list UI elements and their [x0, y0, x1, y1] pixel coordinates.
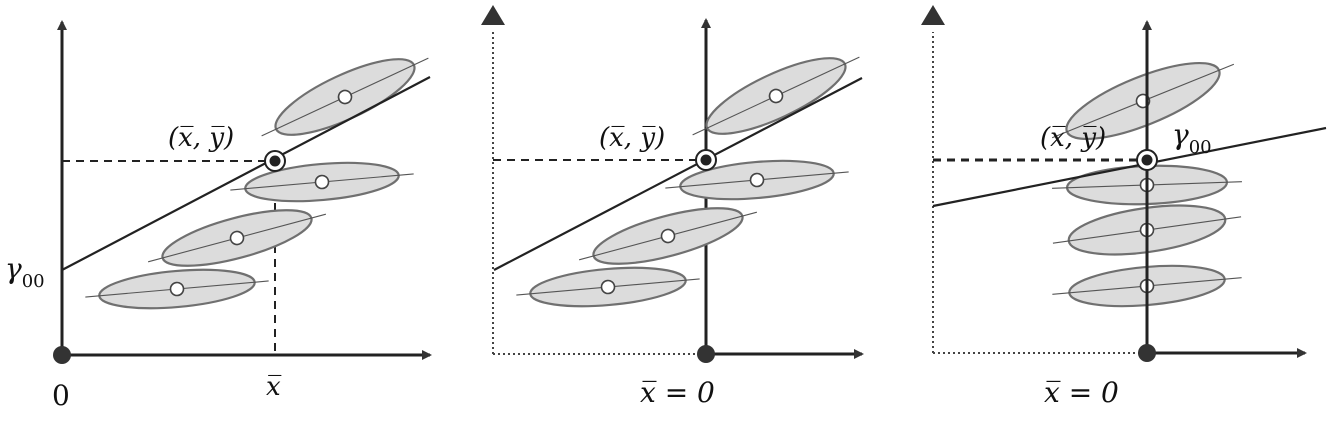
grand-mean-label: (x̅̅, y̅) — [599, 123, 665, 153]
original-y-axis-arrow — [481, 5, 505, 25]
intercept-label: γ00 — [5, 252, 45, 292]
origin-label: 0 — [52, 379, 70, 412]
origin-dot — [1138, 344, 1156, 362]
cluster-ellipse — [261, 57, 429, 137]
panel-1: (x̅̅, y̅) γ00 0 x̅̅ — [5, 20, 432, 412]
cluster-ellipse — [516, 266, 700, 308]
cluster-ellipse — [230, 161, 414, 203]
grand-mean-point — [264, 150, 286, 172]
x-mean-label: x̅̅ = 0 — [640, 376, 715, 409]
origin-dot — [53, 346, 71, 364]
regression-line — [61, 76, 431, 271]
cluster-ellipse — [665, 159, 849, 201]
grand-mean-label: (x̅̅, y̅) — [168, 123, 234, 153]
x-mean-label: x̅̅ = 0 — [1044, 376, 1119, 409]
regression-line — [932, 126, 1327, 208]
original-y-axis-arrow — [921, 5, 945, 25]
cluster-ellipse — [147, 209, 327, 267]
cluster-ellipse — [692, 56, 860, 136]
grand-mean-point — [695, 149, 717, 171]
intercept-label: γ00 — [1172, 118, 1212, 158]
panel-2: (x̅̅, y̅) x̅̅ = 0 — [481, 5, 864, 409]
x-mean-label: x̅̅ — [266, 372, 281, 402]
cluster-ellipse — [85, 268, 269, 310]
grand-mean-label: (x̅̅, y̅) — [1040, 123, 1106, 153]
cluster-ellipse — [578, 207, 758, 265]
origin-dot — [697, 345, 715, 363]
panel-3: (x̅̅, y̅) γ00 x̅̅ = 0 — [921, 5, 1327, 409]
regression-line — [493, 77, 863, 271]
grand-mean-point — [1136, 149, 1158, 171]
